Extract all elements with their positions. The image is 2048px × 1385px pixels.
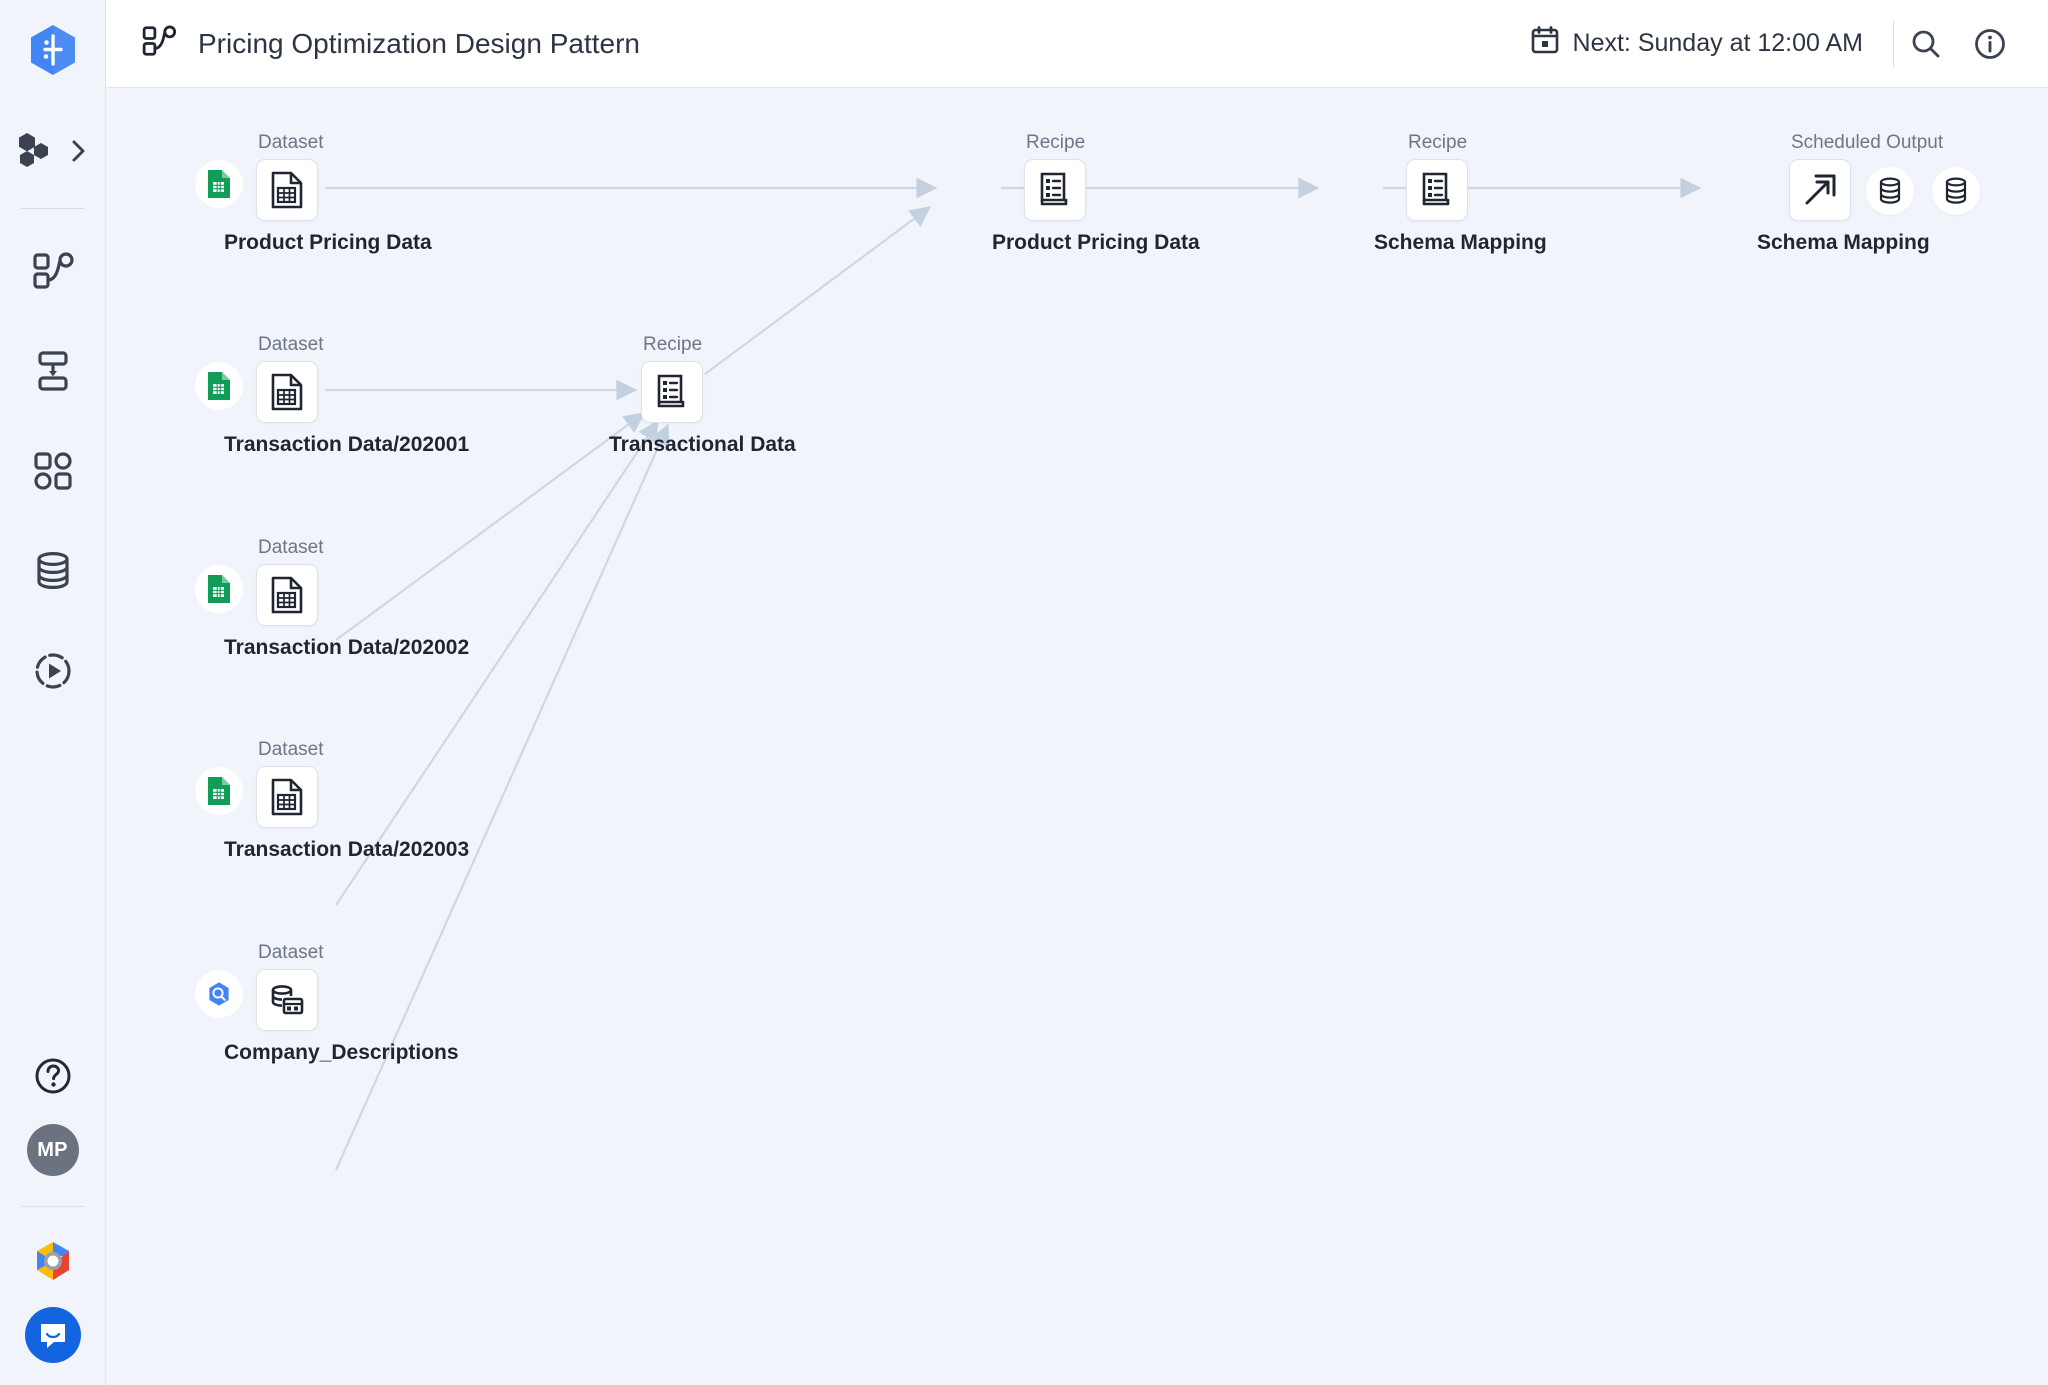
help-button[interactable] <box>27 1050 79 1102</box>
node-box[interactable] <box>1024 159 1086 221</box>
database-stack-icon <box>1879 177 1901 204</box>
document-table-icon <box>271 373 303 411</box>
intercom-launcher[interactable] <box>24 1307 81 1363</box>
document-table-icon <box>271 576 303 614</box>
chevron-right-icon <box>72 140 84 162</box>
database-stack-icon <box>1945 177 1967 204</box>
dataprep-logo-icon[interactable] <box>25 22 81 78</box>
node-kind-label: Dataset <box>258 739 324 760</box>
google-sheets-icon <box>196 566 242 612</box>
page-title: Pricing Optimization Design Pattern <box>198 27 640 59</box>
node-kind-label: Scheduled Output <box>1791 132 1944 153</box>
google-cloud-hexagon-icon <box>36 1242 69 1280</box>
intercom-chat-icon <box>40 1324 65 1348</box>
play-circle-dashed-icon <box>34 653 71 689</box>
node-product-pricing-recipe[interactable]: Recipe Product Pricing Data <box>992 132 1200 255</box>
left-nav-rail: MP <box>0 0 106 1385</box>
google-sheets-icon <box>196 161 242 207</box>
search-icon <box>1912 30 1940 57</box>
flow-canvas[interactable]: Dataset <box>106 88 2048 1385</box>
node-kind-label: Dataset <box>258 942 324 963</box>
node-kind-label: Dataset <box>258 537 324 558</box>
node-company-descriptions-dataset[interactable]: Dataset <box>196 942 459 1065</box>
flow-graph-icon <box>140 22 178 65</box>
project-hexagons-icon <box>18 133 48 167</box>
topbar-actions: Next: Sunday at 12:00 AM <box>1530 12 2022 76</box>
import-to-box-icon <box>37 351 68 391</box>
google-sheets-icon <box>196 768 242 814</box>
avatar[interactable]: MP <box>26 1124 79 1176</box>
document-table-icon <box>271 171 303 209</box>
node-schema-mapping-output[interactable]: Scheduled Output <box>1757 132 1980 255</box>
google-sheets-icon <box>196 363 242 409</box>
project-switcher[interactable] <box>13 126 93 176</box>
node-kind-label: Recipe <box>643 334 703 355</box>
node-box[interactable] <box>1789 159 1980 221</box>
node-product-pricing-dataset[interactable]: Dataset <box>196 132 432 255</box>
node-name-label: Company_Descriptions <box>224 1041 459 1064</box>
sidebar-item-plans[interactable] <box>27 445 79 497</box>
document-table-icon <box>271 778 303 816</box>
flow-edges <box>325 177 1702 1171</box>
node-transactional-data-recipe[interactable]: Recipe Transactional Data <box>609 334 796 457</box>
question-circle-icon <box>35 1058 70 1094</box>
node-name-label: Transaction Data/202002 <box>224 636 470 659</box>
node-kind-label: Recipe <box>1026 132 1086 153</box>
sidebar-item-job-history[interactable] <box>27 645 79 697</box>
recipe-list-icon <box>1040 172 1068 206</box>
node-box[interactable] <box>196 766 318 828</box>
sidebar-item-jobs[interactable] <box>27 345 79 397</box>
info-button[interactable] <box>1958 12 2022 76</box>
database-stack-icon <box>36 551 69 590</box>
node-name-label: Product Pricing Data <box>224 231 432 254</box>
output-target-2[interactable] <box>1932 167 1980 215</box>
node-box[interactable] <box>196 159 318 221</box>
bigquery-table-icon <box>271 985 304 1015</box>
rail-nav-items <box>27 245 79 697</box>
node-box[interactable] <box>641 361 703 423</box>
topbar-divider <box>1893 20 1894 67</box>
node-name-label: Transaction Data/202001 <box>224 433 470 456</box>
avatar-initials: MP <box>37 1138 68 1161</box>
node-transaction-202001-dataset[interactable]: Dataset <box>196 334 469 457</box>
flow-graph-icon <box>32 252 74 289</box>
main-area: Pricing Optimization Design Pattern Next… <box>106 0 2048 1385</box>
output-arrow-icon <box>1805 174 1836 205</box>
schedule-text: Next: Sunday at 12:00 AM <box>1572 29 1863 57</box>
node-kind-label: Recipe <box>1408 132 1468 153</box>
rail-divider-bottom <box>20 1206 85 1207</box>
four-shapes-grid-icon <box>33 452 72 490</box>
node-transaction-202003-dataset[interactable]: Dataset <box>196 739 469 862</box>
bigquery-hexagon-icon <box>196 971 242 1017</box>
node-name-label: Schema Mapping <box>1374 231 1547 254</box>
flow-title-group: Pricing Optimization Design Pattern <box>140 22 640 65</box>
recipe-list-icon <box>657 374 685 408</box>
search-button[interactable] <box>1894 12 1958 76</box>
recipe-list-icon <box>1422 172 1450 206</box>
node-name-label: Product Pricing Data <box>992 231 1200 254</box>
calendar-icon <box>1530 25 1560 62</box>
output-target-1[interactable] <box>1866 167 1914 215</box>
node-kind-label: Dataset <box>258 334 324 355</box>
sidebar-item-flows[interactable] <box>27 245 79 297</box>
info-circle-icon <box>1975 28 2005 59</box>
node-name-label: Transactional Data <box>609 433 796 456</box>
node-schema-mapping-recipe[interactable]: Recipe Schema Mapping <box>1374 132 1547 255</box>
node-name-label: Schema Mapping <box>1757 231 1930 254</box>
google-cloud-button[interactable] <box>27 1235 79 1287</box>
sidebar-item-datasets[interactable] <box>27 545 79 597</box>
node-name-label: Transaction Data/202003 <box>224 838 470 861</box>
node-box[interactable] <box>196 564 318 626</box>
rail-bottom-group: MP <box>0 1050 105 1385</box>
node-kind-label: Dataset <box>258 132 324 153</box>
node-box[interactable] <box>196 969 318 1031</box>
node-box[interactable] <box>196 361 318 423</box>
rail-divider-top <box>20 208 85 209</box>
node-box[interactable] <box>1406 159 1468 221</box>
topbar: Pricing Optimization Design Pattern Next… <box>106 0 2048 88</box>
schedule-indicator[interactable]: Next: Sunday at 12:00 AM <box>1530 25 1893 62</box>
node-transaction-202002-dataset[interactable]: Dataset <box>196 537 469 660</box>
